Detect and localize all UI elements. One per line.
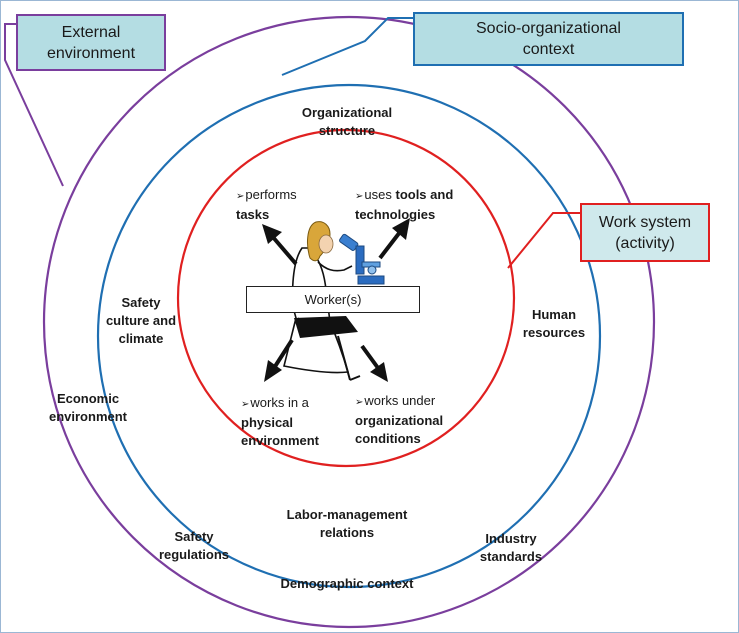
worker-label-box: Worker(s) bbox=[246, 286, 420, 313]
organizational-structure-label: Organizational structure bbox=[301, 105, 393, 138]
economic-environment-label: Economic environment bbox=[48, 391, 127, 424]
activity-conditions-object-1: organizational bbox=[355, 413, 444, 428]
activity-physical-object-2: environment bbox=[241, 433, 320, 448]
activity-physical-object-1: physical bbox=[241, 415, 294, 430]
activity-conditions-verb: works under bbox=[364, 393, 436, 408]
work-system-box: Work system (activity) bbox=[580, 203, 710, 262]
demographic-context-label: Demographic context bbox=[280, 576, 414, 591]
arrow-tools bbox=[378, 230, 402, 260]
human-resources-label: Human resources bbox=[522, 307, 586, 340]
work-system-callout-line bbox=[507, 212, 580, 269]
arrow-tools-head bbox=[392, 218, 410, 240]
activity-physical: ➢works in a physical environment bbox=[241, 395, 320, 448]
arrow-physical bbox=[272, 338, 294, 370]
socio-organizational-box: Socio-organizational context bbox=[413, 12, 684, 66]
arrow-conditions bbox=[360, 344, 380, 370]
activity-tools-verb: uses bbox=[364, 187, 392, 202]
safety-regulations-label: Safety regulations bbox=[158, 529, 230, 562]
external-callout-line bbox=[4, 23, 64, 187]
work-system-label: Work system (activity) bbox=[598, 213, 692, 252]
activity-arrows bbox=[262, 218, 410, 382]
external-environment-label: External environment bbox=[46, 23, 136, 62]
socio-callout-line bbox=[281, 17, 413, 76]
activity-tools-object-2: technologies bbox=[355, 207, 436, 222]
work-system-circle bbox=[176, 128, 516, 468]
activity-tasks-verb: performs bbox=[245, 187, 297, 202]
industry-standards-label: Industry standards bbox=[479, 531, 543, 564]
arrow-tasks bbox=[270, 234, 298, 266]
external-environment-box: External environment bbox=[16, 14, 166, 71]
activity-tools: ➢uses tools and technologies bbox=[355, 187, 454, 222]
activity-tools-object-1: tools and bbox=[395, 187, 454, 202]
safety-culture-label: Safety culture and climate bbox=[105, 295, 177, 346]
activity-tasks: ➢performs tasks bbox=[236, 187, 297, 222]
activity-conditions: ➢works under organizational conditions bbox=[355, 393, 444, 446]
socio-organizational-label: Socio-organizational context bbox=[476, 20, 621, 58]
activity-conditions-object-2: conditions bbox=[355, 431, 421, 446]
arrow-tasks-head bbox=[262, 224, 282, 244]
worker-label: Worker(s) bbox=[304, 292, 362, 307]
external-environment-circle bbox=[42, 15, 656, 629]
activity-physical-verb: works in a bbox=[250, 395, 309, 410]
socio-organizational-circle bbox=[96, 83, 602, 589]
arrow-physical-head bbox=[264, 360, 282, 382]
activity-tasks-object: tasks bbox=[236, 207, 270, 222]
labor-management-label: Labor-management relations bbox=[286, 507, 408, 540]
arrow-conditions-head bbox=[370, 362, 388, 382]
